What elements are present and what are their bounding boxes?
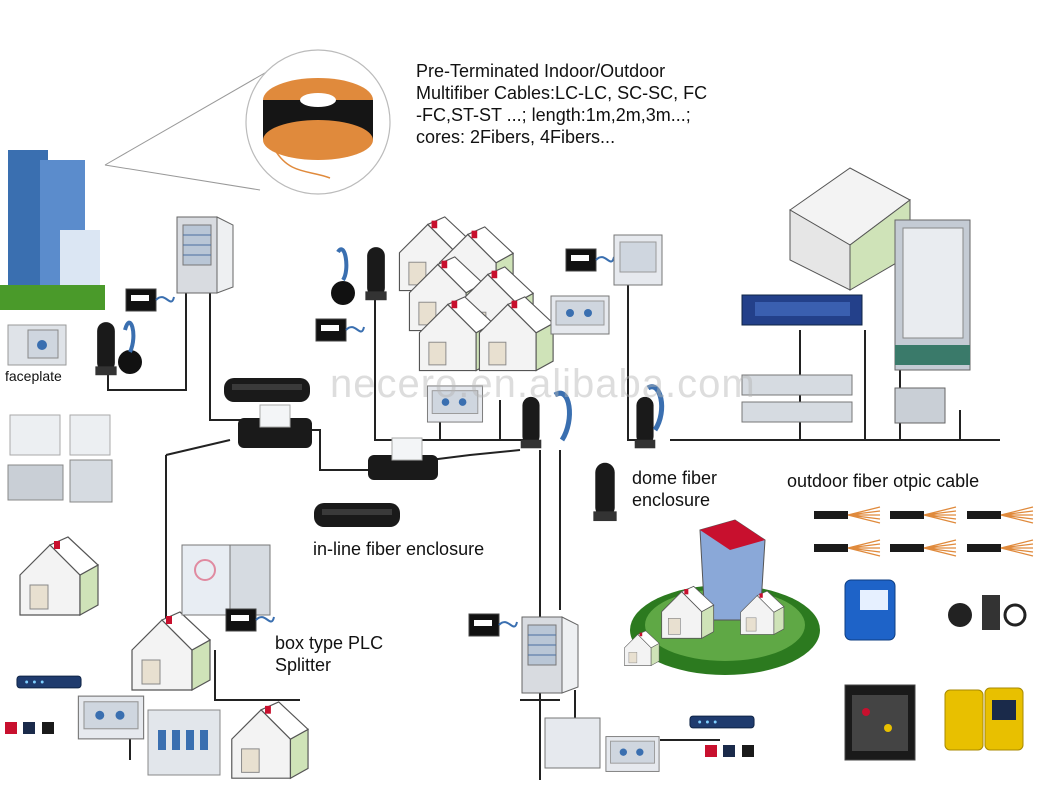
- plc-splitter-label: box type PLC Splitter: [275, 633, 384, 675]
- router-bottom-right: [689, 715, 755, 729]
- village-island: [624, 519, 820, 675]
- watermark: necero.en.alibaba.com: [330, 362, 756, 406]
- distribution-cabinet-bottom: [521, 616, 579, 694]
- wall-panel-mid: [550, 295, 610, 335]
- faceplate-device: [7, 324, 67, 366]
- terminal-box-bottom: [544, 717, 601, 769]
- tool-kit: [844, 684, 916, 761]
- inline-enclosure-1: [224, 378, 310, 402]
- end-devices-bottom-right: [705, 745, 754, 757]
- end-devices-bottom-left: [5, 722, 54, 734]
- closure-group-top: [315, 247, 387, 342]
- wall-panel-bottom-left: [77, 695, 145, 740]
- plc-splitter-box: [181, 544, 271, 616]
- inline-enclosure-2: [238, 418, 312, 448]
- distribution-cabinet-top: [176, 216, 234, 294]
- inline-enclosure-3: [368, 455, 438, 480]
- olt-device: [741, 294, 863, 326]
- router-bottom-left: [16, 675, 82, 689]
- inline-enclosure-sample: [314, 503, 400, 527]
- server-rack: [894, 219, 971, 371]
- cable-reel-callout: [104, 49, 391, 195]
- dome-closures-center: [520, 384, 665, 449]
- closure-group-left: [95, 288, 175, 376]
- test-headsets: [948, 595, 1027, 630]
- dome-enclosure-sample: [593, 462, 617, 522]
- house-bottom: [231, 701, 309, 779]
- otdr-meters: [944, 687, 1024, 751]
- office-building: [0, 150, 105, 310]
- inline-enclosure-label: in-line fiber enclosure: [313, 539, 485, 559]
- fusion-splicer: [844, 579, 896, 641]
- house-mid-left: [131, 611, 211, 691]
- outdoor-cable-samples: [813, 506, 1034, 557]
- terminal-boxes-left: [7, 414, 113, 503]
- odf-box: [894, 387, 946, 424]
- cable-description-label: Pre-Terminated Indoor/Outdoor Multifiber…: [416, 61, 708, 147]
- data-center-building: [789, 167, 911, 291]
- outdoor-cable-label: outdoor fiber otpic cable: [787, 471, 980, 491]
- media-converters: [741, 374, 853, 423]
- patch-cord-top-right: [565, 248, 615, 272]
- faceplate-label: faceplate: [5, 368, 62, 384]
- house-left: [19, 536, 99, 616]
- patch-cord-bottom: [468, 613, 518, 637]
- housing-cluster: [398, 216, 554, 372]
- terminal-box-bottom-left: [147, 709, 221, 776]
- faceplate-bottom: [605, 736, 660, 772]
- dome-enclosure-label: dome fiber enclosure: [632, 468, 718, 510]
